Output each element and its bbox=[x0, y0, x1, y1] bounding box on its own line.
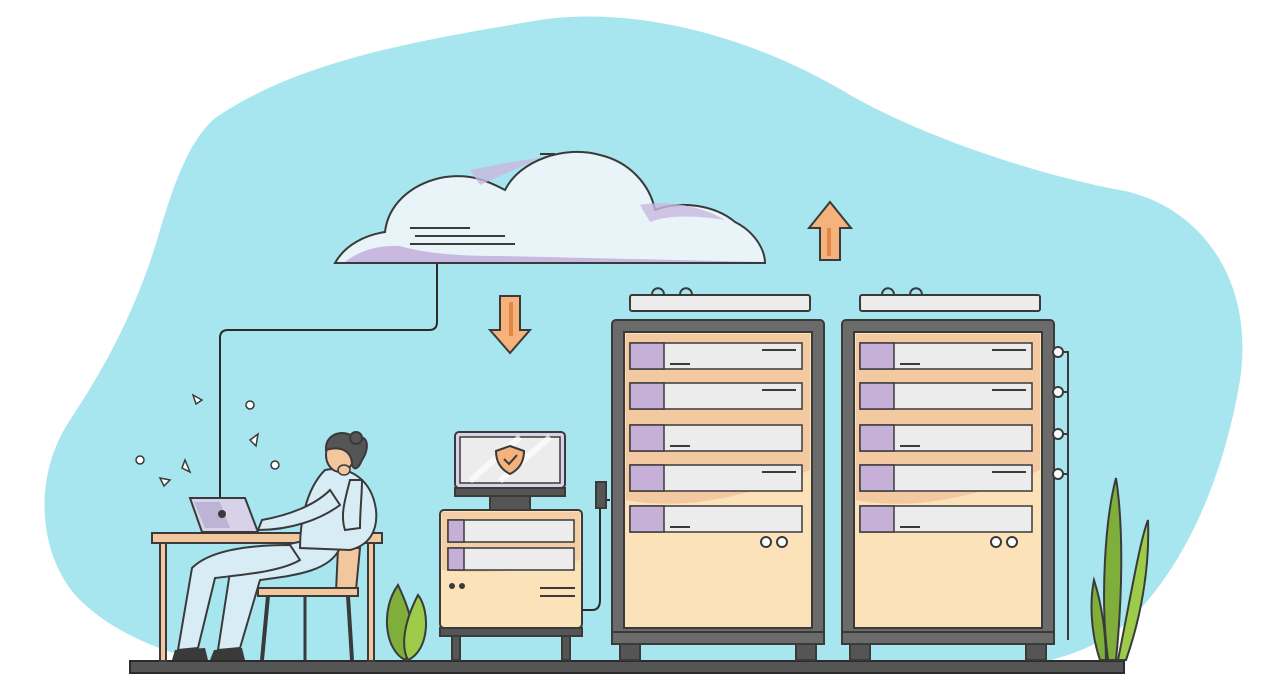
floor-line bbox=[129, 660, 1125, 674]
person bbox=[172, 431, 378, 660]
chair bbox=[257, 547, 362, 661]
shield-check-icon bbox=[494, 444, 526, 476]
sparkles bbox=[135, 393, 280, 488]
small-server bbox=[439, 431, 583, 661]
download-arrow-icon bbox=[487, 295, 533, 355]
desk bbox=[151, 532, 383, 662]
network-cable bbox=[219, 264, 438, 500]
plant-icon bbox=[385, 583, 427, 662]
rack-cable bbox=[582, 499, 610, 611]
cloud-icon bbox=[333, 150, 767, 264]
upload-arrow-icon bbox=[806, 200, 854, 261]
plant-icon bbox=[1090, 477, 1150, 661]
laptop-icon bbox=[188, 497, 260, 533]
server-rack-icon bbox=[611, 287, 825, 661]
server-rack-icon bbox=[841, 287, 1069, 661]
